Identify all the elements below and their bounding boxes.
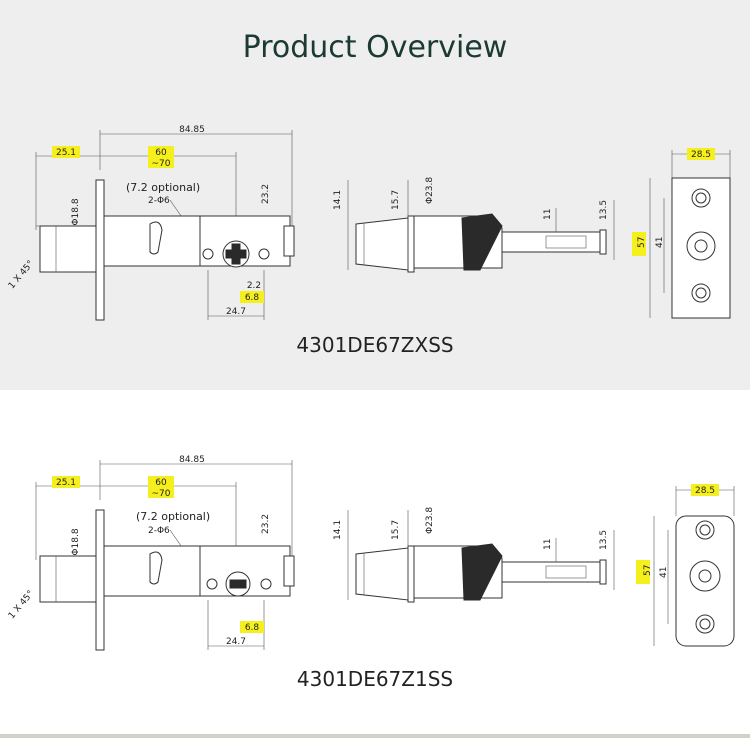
- side-view: 84.85 25.1 60 ~70 (7.2 optional) 2-Φ6 Φ1…: [7, 455, 295, 651]
- dim-backset-70: ~70: [152, 489, 171, 499]
- dim-hole-spacing: 41: [655, 237, 665, 248]
- dim-optional-hole: (7.2 optional): [126, 181, 200, 194]
- spindle-slot-icon: [229, 579, 247, 589]
- dim-15-7: 15.7: [391, 520, 401, 540]
- dim-23-8: Φ23.8: [425, 177, 435, 204]
- latch-bolt: [39, 225, 97, 273]
- dim-chamfer: 1 X 45°: [7, 589, 36, 621]
- dim-bolt-dia: Φ18.8: [71, 528, 81, 555]
- screw-hole: [206, 578, 218, 590]
- latch-lever: [149, 221, 163, 255]
- dim-14-1: 14.1: [333, 520, 343, 540]
- dim-holes: 2-Φ6: [148, 196, 170, 206]
- top-view: 14.1 15.7 Φ23.8 11 13.5: [333, 507, 615, 603]
- highlight-box: [148, 146, 174, 168]
- tail-piece: [501, 561, 607, 583]
- latch-housing: [103, 545, 291, 597]
- dim-holes: 2-Φ6: [148, 526, 170, 536]
- dim-chamfer: 1 X 45°: [7, 259, 36, 291]
- faceplate: [95, 509, 105, 651]
- screw-hole: [258, 248, 270, 260]
- top-view: 14.1 15.7 Φ23.8 11 13.5: [333, 177, 615, 273]
- dim-faceplate-offset: 25.1: [56, 478, 76, 488]
- dim-optional-hole: (7.2 optional): [136, 510, 210, 523]
- latch-bolt: [39, 555, 97, 603]
- top-variant-band: [0, 0, 750, 390]
- faceplate: [95, 179, 105, 321]
- highlight-box: [636, 560, 650, 584]
- front-view: 28.5 57 41: [632, 148, 731, 319]
- dim-spacing-6-8: 6.8: [245, 623, 260, 633]
- highlight-box: [148, 476, 174, 498]
- dim-plate-height: 57: [637, 237, 647, 248]
- side-view: 84.85 25.1 60 ~70 (7.2 optional) 2-Φ6 Φ1…: [7, 125, 295, 321]
- highlight-box: [240, 621, 264, 633]
- dim-11: 11: [543, 539, 553, 550]
- dim-backset-70: ~70: [152, 159, 171, 169]
- dim-bolt-dia: Φ18.8: [71, 198, 81, 225]
- spindle-cross-icon: [225, 243, 247, 265]
- highlight-box: [240, 291, 264, 303]
- model-number: 4301DE67ZXSS: [296, 333, 454, 357]
- model-number: 4301DE67Z1SS: [296, 667, 454, 691]
- latch-lever: [149, 551, 163, 585]
- dim-faceplate-offset: 25.1: [56, 148, 76, 158]
- dim-overall: 84.85: [179, 455, 205, 465]
- dim-height: 23.2: [261, 184, 271, 204]
- dim-width-24-7: 24.7: [226, 637, 246, 647]
- page-title: Product Overview: [242, 30, 508, 65]
- bottom-divider: [0, 734, 750, 738]
- dim-plate-width: 28.5: [691, 150, 711, 160]
- drawing-variant-1: 84.85 25.1 60 ~70 (7.2 optional) 2-Φ6 Φ1…: [7, 125, 731, 321]
- highlight-box: [52, 476, 80, 488]
- highlight-box: [52, 146, 80, 158]
- highlight-box: [691, 484, 719, 496]
- dim-width-24-7: 24.7: [226, 307, 246, 317]
- dim-overall: 84.85: [179, 125, 205, 135]
- dim-backset-60: 60: [155, 478, 167, 488]
- tail-piece: [501, 231, 607, 253]
- dim-height: 23.2: [261, 514, 271, 534]
- dim-plate-width: 28.5: [695, 486, 715, 496]
- highlight-box: [687, 148, 715, 160]
- dim-14-1: 14.1: [333, 190, 343, 210]
- dim-13-5: 13.5: [599, 200, 609, 220]
- dim-11: 11: [543, 209, 553, 220]
- dim-backset-60: 60: [155, 148, 167, 158]
- dim-23-8: Φ23.8: [425, 507, 435, 534]
- dim-13-5: 13.5: [599, 530, 609, 550]
- screw-hole: [202, 248, 214, 260]
- dim-hole-spacing: 41: [659, 567, 669, 578]
- screw-hole: [260, 578, 272, 590]
- dim-spacing-6-8: 6.8: [245, 293, 260, 303]
- highlight-box: [632, 232, 646, 256]
- dim-15-7: 15.7: [391, 190, 401, 210]
- dim-plate-height: 57: [643, 565, 653, 576]
- front-view: 28.5 57 41: [636, 484, 735, 647]
- dim-spacing-2-2: 2.2: [247, 281, 261, 291]
- drawing-variant-2: 84.85 25.1 60 ~70 (7.2 optional) 2-Φ6 Φ1…: [7, 455, 735, 651]
